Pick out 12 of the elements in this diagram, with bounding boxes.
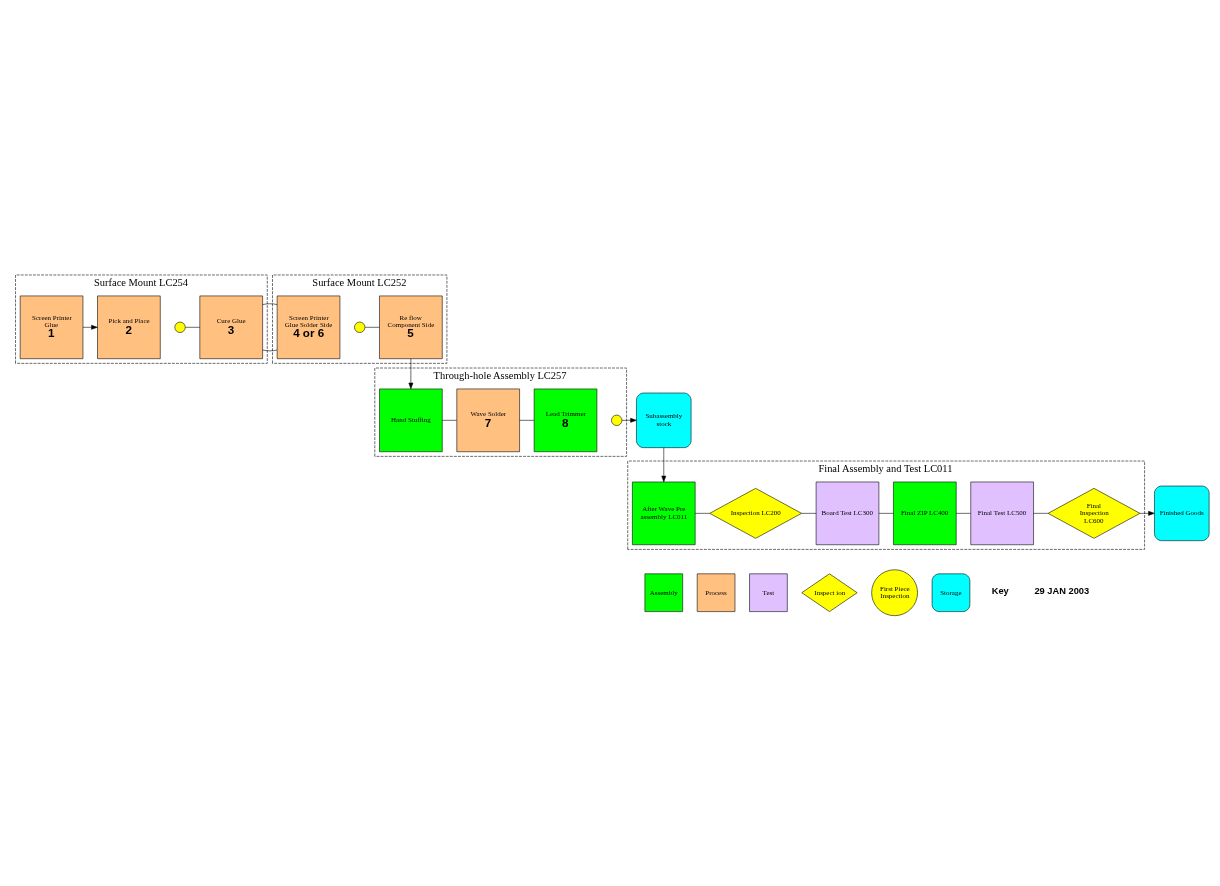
node-circle [174,321,186,333]
arrow [82,324,98,330]
connector [1033,513,1049,514]
arrow [1139,511,1155,516]
label: Key [991,586,1009,597]
arrow [621,418,637,423]
arrow [661,447,667,483]
node-circle [354,321,366,333]
label: 29 JAN 2003 [1034,586,1090,597]
node-circle [611,414,623,426]
arrow [408,358,414,390]
connector [262,303,278,352]
